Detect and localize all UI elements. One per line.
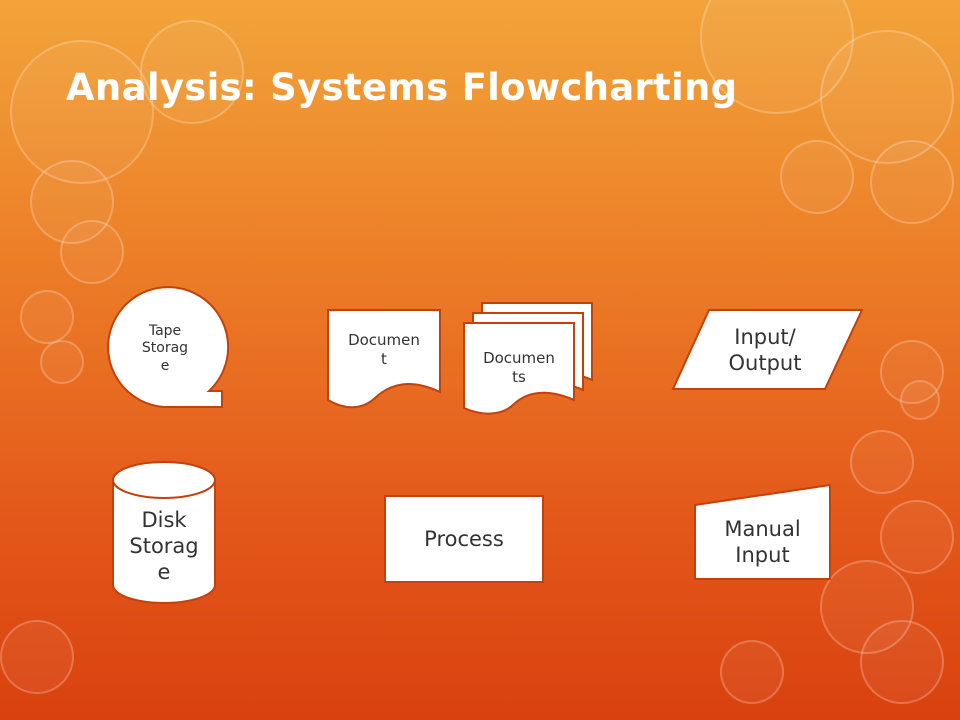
disk-storage-symbol: [112, 461, 216, 604]
tape-storage-line1: Tape: [148, 322, 182, 339]
bokeh-circle: [10, 40, 154, 184]
tape-storage-line3: e: [160, 357, 170, 374]
input-output-symbol: [671, 309, 864, 390]
documents-line1: Documen: [483, 349, 555, 368]
bokeh-circle: [870, 140, 954, 224]
tape-storage-symbol: [107, 286, 230, 408]
document-symbol: [327, 309, 441, 409]
bokeh-circle: [850, 430, 914, 494]
bokeh-circle: [860, 620, 944, 704]
bokeh-circle: [140, 20, 244, 124]
process-symbol: [384, 495, 544, 583]
bokeh-circle: [0, 620, 74, 694]
documents-line2: ts: [512, 368, 526, 386]
documents-symbol: [463, 302, 593, 415]
manual-input-line1: Manual: [724, 516, 801, 541]
input-output-line1: Input/: [734, 324, 796, 349]
disk-storage-line2: Storag: [129, 533, 199, 558]
tape-storage-label: Tape Storag e: [118, 312, 212, 386]
document-line2: t: [381, 350, 387, 368]
document-label: Documen t: [330, 325, 438, 375]
bokeh-circle: [880, 500, 954, 574]
bokeh-circle: [780, 140, 854, 214]
slide-title: Analysis: Systems Flowcharting: [66, 66, 738, 109]
disk-storage-line3: e: [157, 560, 171, 585]
bokeh-circle: [40, 340, 84, 384]
bokeh-circle: [720, 640, 784, 704]
input-output-label: Input/ Output: [700, 320, 830, 380]
input-output-line2: Output: [728, 351, 802, 375]
document-line1: Documen: [348, 331, 420, 350]
manual-input-line2: Input: [735, 543, 790, 567]
bokeh-circle: [900, 380, 940, 420]
manual-input-label: Manual Input: [695, 510, 830, 574]
bokeh-circle: [60, 220, 124, 284]
tape-storage-line2: Storag: [141, 340, 189, 357]
bokeh-circle: [820, 30, 954, 164]
disk-storage-label: Disk Storag e: [113, 500, 215, 592]
bokeh-circle: [20, 290, 74, 344]
documents-label: Documen ts: [464, 343, 574, 393]
disk-storage-line1: Disk: [141, 507, 187, 532]
process-label: Process: [424, 526, 504, 551]
manual-input-symbol: [694, 483, 831, 580]
